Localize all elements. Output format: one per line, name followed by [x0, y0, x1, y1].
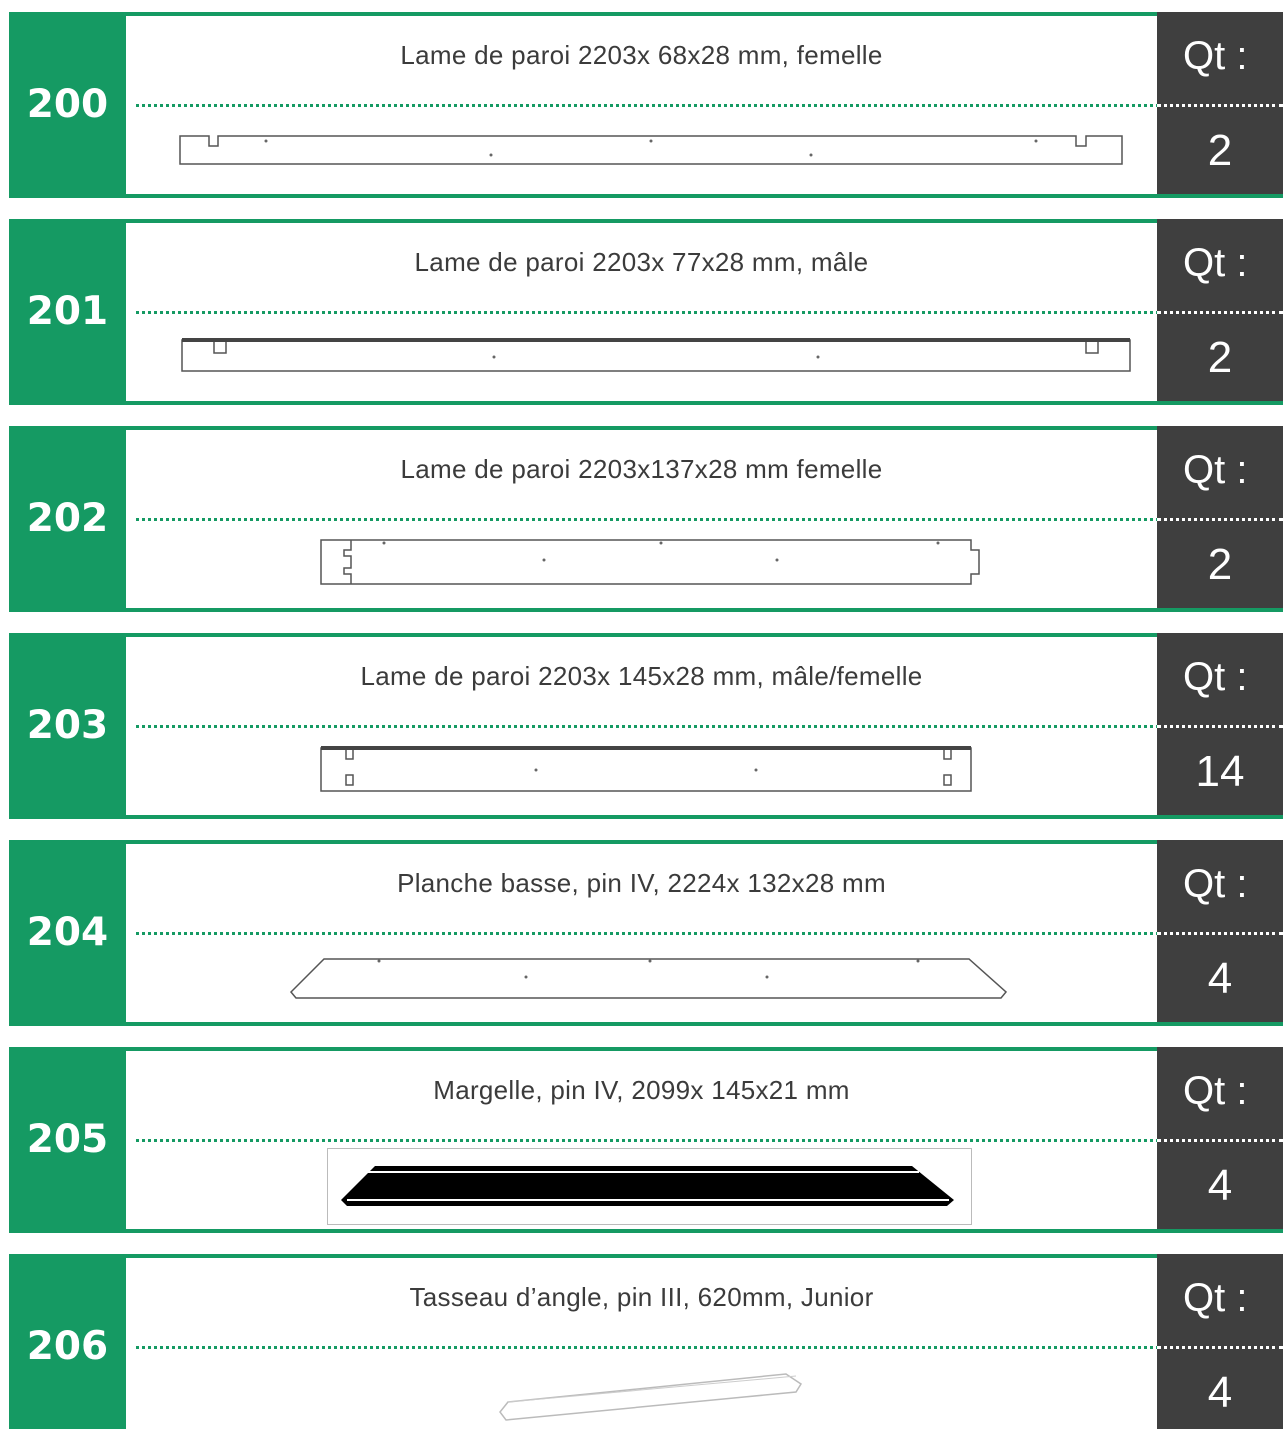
quantity-label: Qt : — [1183, 1069, 1248, 1113]
dotted-separator — [136, 1139, 1165, 1142]
part-number: 204 — [26, 910, 109, 955]
quantity-dotted-separator — [1157, 311, 1283, 314]
quantity-box: Qt : 4 — [1157, 840, 1283, 1026]
part-description-panel: Lame de paroi 2203x 77x28 mm, mâle — [126, 219, 1165, 405]
part-number-badge: 200 — [9, 12, 126, 198]
quantity-label: Qt : — [1183, 241, 1248, 285]
part-number: 205 — [26, 1117, 109, 1162]
part-description-panel: Tasseau d’angle, pin III, 620mm, Junior — [126, 1254, 1165, 1429]
quantity-box: Qt : 2 — [1157, 426, 1283, 612]
quantity-dotted-separator — [1157, 932, 1283, 935]
quantity-label: Qt : — [1183, 1276, 1248, 1320]
quantity-value: 4 — [1207, 954, 1233, 1003]
row-top-border — [9, 633, 1283, 637]
quantity-value: 4 — [1207, 1161, 1233, 1210]
row-bottom-border — [9, 815, 1283, 819]
part-number: 203 — [26, 703, 109, 748]
part-row-201: 201 Lame de paroi 2203x 77x28 mm, mâle Q… — [9, 219, 1283, 405]
quantity-box: Qt : 14 — [1157, 633, 1283, 819]
row-bottom-border — [9, 608, 1283, 612]
board-drawing-male — [181, 338, 1131, 372]
part-description-panel: Lame de paroi 2203x 68x28 mm, femelle — [126, 12, 1165, 198]
part-description: Tasseau d’angle, pin III, 620mm, Junior — [409, 1282, 874, 1312]
quantity-dotted-separator — [1157, 518, 1283, 521]
row-bottom-border — [9, 401, 1283, 405]
quantity-label: Qt : — [1183, 862, 1248, 906]
quantity-box: Qt : 4 — [1157, 1254, 1283, 1429]
part-row-200: 200 Lame de paroi 2203x 68x28 mm, femell… — [9, 12, 1283, 198]
dotted-separator — [136, 104, 1165, 107]
row-top-border — [9, 219, 1283, 223]
row-top-border — [9, 840, 1283, 844]
row-top-border — [9, 426, 1283, 430]
part-row-205: 205 Margelle, pin IV, 2099x 145x21 mm Qt… — [9, 1047, 1283, 1233]
part-description-panel: Planche basse, pin IV, 2224x 132x28 mm — [126, 840, 1165, 1026]
part-number-badge: 204 — [9, 840, 126, 1026]
corner-batten-drawing — [499, 1373, 803, 1421]
part-number-badge: 202 — [9, 426, 126, 612]
row-bottom-border — [9, 194, 1283, 198]
dotted-separator — [136, 1346, 1165, 1349]
quantity-value: 14 — [1195, 747, 1245, 796]
quantity-value: 2 — [1207, 126, 1233, 175]
quantity-value: 2 — [1207, 333, 1233, 382]
part-description: Planche basse, pin IV, 2224x 132x28 mm — [397, 868, 886, 898]
part-number-badge: 205 — [9, 1047, 126, 1233]
quantity-box: Qt : 4 — [1157, 1047, 1283, 1233]
part-description: Lame de paroi 2203x 145x28 mm, mâle/feme… — [360, 661, 923, 691]
part-description: Margelle, pin IV, 2099x 145x21 mm — [433, 1075, 850, 1105]
row-bottom-border — [9, 1022, 1283, 1026]
quantity-value: 2 — [1207, 540, 1233, 589]
quantity-box: Qt : 2 — [1157, 219, 1283, 405]
part-number-badge: 203 — [9, 633, 126, 819]
part-number: 206 — [26, 1324, 109, 1369]
coping-board-drawing — [327, 1148, 972, 1225]
quantity-box: Qt : 2 — [1157, 12, 1283, 198]
quantity-label: Qt : — [1183, 34, 1248, 78]
row-top-border — [9, 1254, 1283, 1258]
quantity-dotted-separator — [1157, 1346, 1283, 1349]
dotted-separator — [136, 518, 1165, 521]
quantity-label: Qt : — [1183, 448, 1248, 492]
base-board-drawing — [289, 958, 1008, 999]
part-row-202: 202 Lame de paroi 2203x137x28 mm femelle… — [9, 426, 1283, 612]
part-row-204: 204 Planche basse, pin IV, 2224x 132x28 … — [9, 840, 1283, 1026]
part-number: 201 — [26, 289, 109, 334]
quantity-dotted-separator — [1157, 725, 1283, 728]
board-drawing-female — [179, 135, 1123, 165]
row-top-border — [9, 1047, 1283, 1051]
quantity-value: 4 — [1207, 1368, 1233, 1417]
row-top-border — [9, 12, 1283, 16]
board-drawing-male-female — [320, 746, 972, 792]
part-number: 202 — [26, 496, 109, 541]
quantity-dotted-separator — [1157, 104, 1283, 107]
part-number-badge: 206 — [9, 1254, 126, 1429]
part-description-panel: Lame de paroi 2203x137x28 mm femelle — [126, 426, 1165, 612]
part-row-203: 203 Lame de paroi 2203x 145x28 mm, mâle/… — [9, 633, 1283, 819]
quantity-dotted-separator — [1157, 1139, 1283, 1142]
board-drawing-female-wide — [320, 539, 980, 585]
dotted-separator — [136, 932, 1165, 935]
dotted-separator — [136, 725, 1165, 728]
part-row-206: 206 Tasseau d’angle, pin III, 620mm, Jun… — [9, 1254, 1283, 1429]
quantity-label: Qt : — [1183, 655, 1248, 699]
dotted-separator — [136, 311, 1165, 314]
part-description: Lame de paroi 2203x 68x28 mm, femelle — [400, 40, 883, 70]
part-description-panel: Margelle, pin IV, 2099x 145x21 mm — [126, 1047, 1165, 1233]
part-number: 200 — [26, 82, 109, 127]
part-description: Lame de paroi 2203x 77x28 mm, mâle — [414, 247, 869, 277]
row-bottom-border — [9, 1229, 1283, 1233]
part-number-badge: 201 — [9, 219, 126, 405]
part-description-panel: Lame de paroi 2203x 145x28 mm, mâle/feme… — [126, 633, 1165, 819]
part-description: Lame de paroi 2203x137x28 mm femelle — [400, 454, 883, 484]
